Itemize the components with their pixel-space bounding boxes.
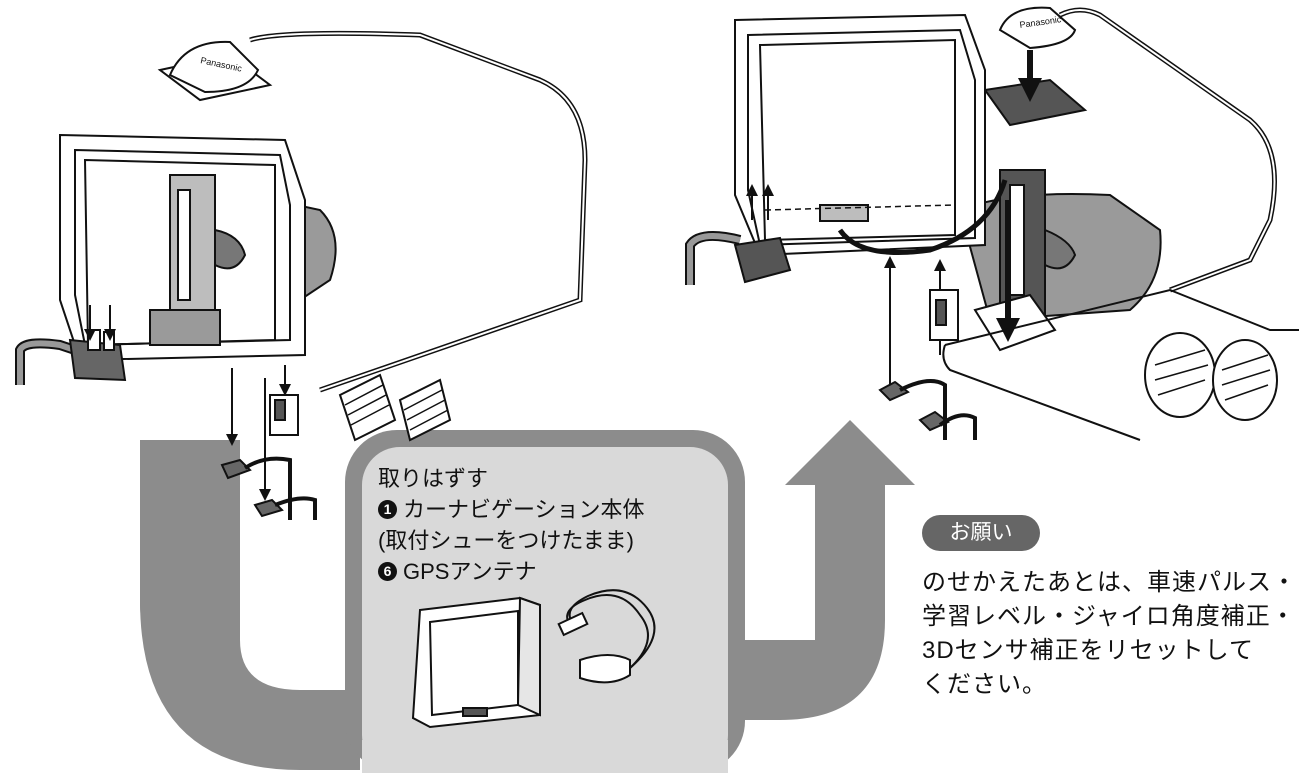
instruction-heading: 取りはずす <box>378 466 489 491</box>
note-line-2: 学習レベル・ジャイロ角度補正・ <box>922 603 1296 630</box>
instruction-item-1-label: カーナビゲーション本体 <box>403 497 645 522</box>
note-body: のせかえたあとは、車速パルス・ 学習レベル・ジャイロ角度補正・ 3Dセンサ補正を… <box>922 566 1297 702</box>
note-line-3: 3Dセンサ補正をリセットして <box>922 637 1254 664</box>
instruction-text: 取りはずす 1 カーナビゲーション本体 (取付シューをつけたまま) 6 GPSア… <box>378 463 645 587</box>
right-illustration: Panasonic <box>685 6 1299 441</box>
number-badge-2: 6 <box>378 562 397 581</box>
left-illustration: Panasonic <box>15 30 588 520</box>
instruction-item-2-label: GPSアンテナ <box>403 559 537 584</box>
gps-antenna-thumbnail <box>557 589 656 684</box>
instruction-item-1-sub: (取付シューをつけたまま) <box>378 528 634 553</box>
number-badge-1: 1 <box>378 500 397 519</box>
note-line-1: のせかえたあとは、車速パルス・ <box>922 569 1297 596</box>
flow-arrow-left-bend <box>140 440 360 770</box>
gps-antenna-right <box>998 6 1077 50</box>
instruction-item-1: 1 カーナビゲーション本体 <box>378 494 645 525</box>
note-line-4: ください。 <box>922 671 1047 698</box>
navi-unit-thumbnail <box>411 596 541 729</box>
instruction-item-2: 6 GPSアンテナ <box>378 556 645 587</box>
note-badge: お願い <box>922 515 1040 551</box>
